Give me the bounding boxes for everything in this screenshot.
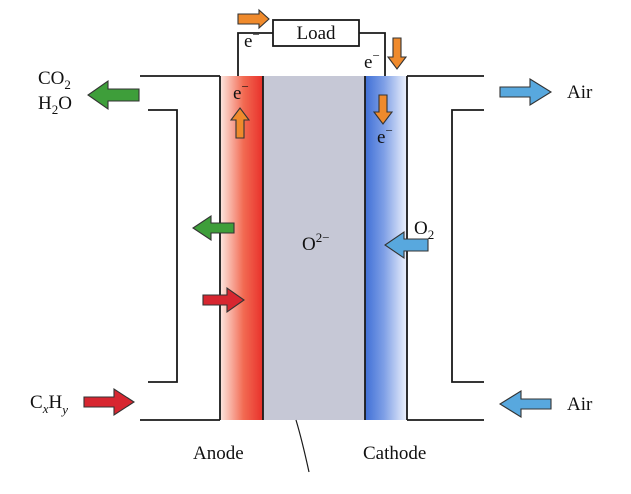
electron-label-anode: e− [233, 79, 249, 104]
electron-arrow-circuit-down [386, 37, 408, 70]
fuel-in-arrow [83, 387, 136, 417]
exhaust-out-arrow [87, 79, 140, 111]
h2o-label: H2O [38, 93, 72, 117]
oxygen-left-arrow [384, 230, 429, 260]
anode-channel-wall [148, 109, 178, 383]
electron-label-circuit-left: e− [244, 27, 260, 52]
cathode-label: Cathode [363, 443, 426, 464]
fuel-right-arrow [202, 286, 245, 314]
anode-label: Anode [193, 443, 244, 464]
electron-arrow-anode-up [229, 107, 251, 139]
air-in-arrow [498, 390, 552, 418]
electron-arrow-circuit-right [237, 8, 270, 30]
products-left-arrow [192, 214, 235, 242]
air-out-arrow [499, 78, 553, 106]
load-label: Load [296, 23, 336, 44]
electrolyte-pointer-line [295, 419, 310, 473]
cathode-channel-wall [451, 109, 484, 383]
oxide-ion-label: O2− [302, 230, 330, 255]
oxygen-label: O2 [414, 218, 434, 242]
co2-label: CO2 [38, 68, 71, 92]
air-in-label: Air [567, 394, 593, 415]
electron-label-circuit-right: e− [364, 48, 380, 73]
electrolyte-layer [263, 76, 365, 420]
external-circuit-wire-right [359, 32, 386, 76]
fuel-label: CxHy [30, 392, 68, 417]
electron-arrow-cathode-down [372, 94, 394, 125]
air-out-label: Air [567, 82, 593, 103]
load-box [272, 19, 360, 47]
electron-label-cathode: e− [377, 123, 393, 148]
external-circuit-wire [237, 32, 273, 76]
